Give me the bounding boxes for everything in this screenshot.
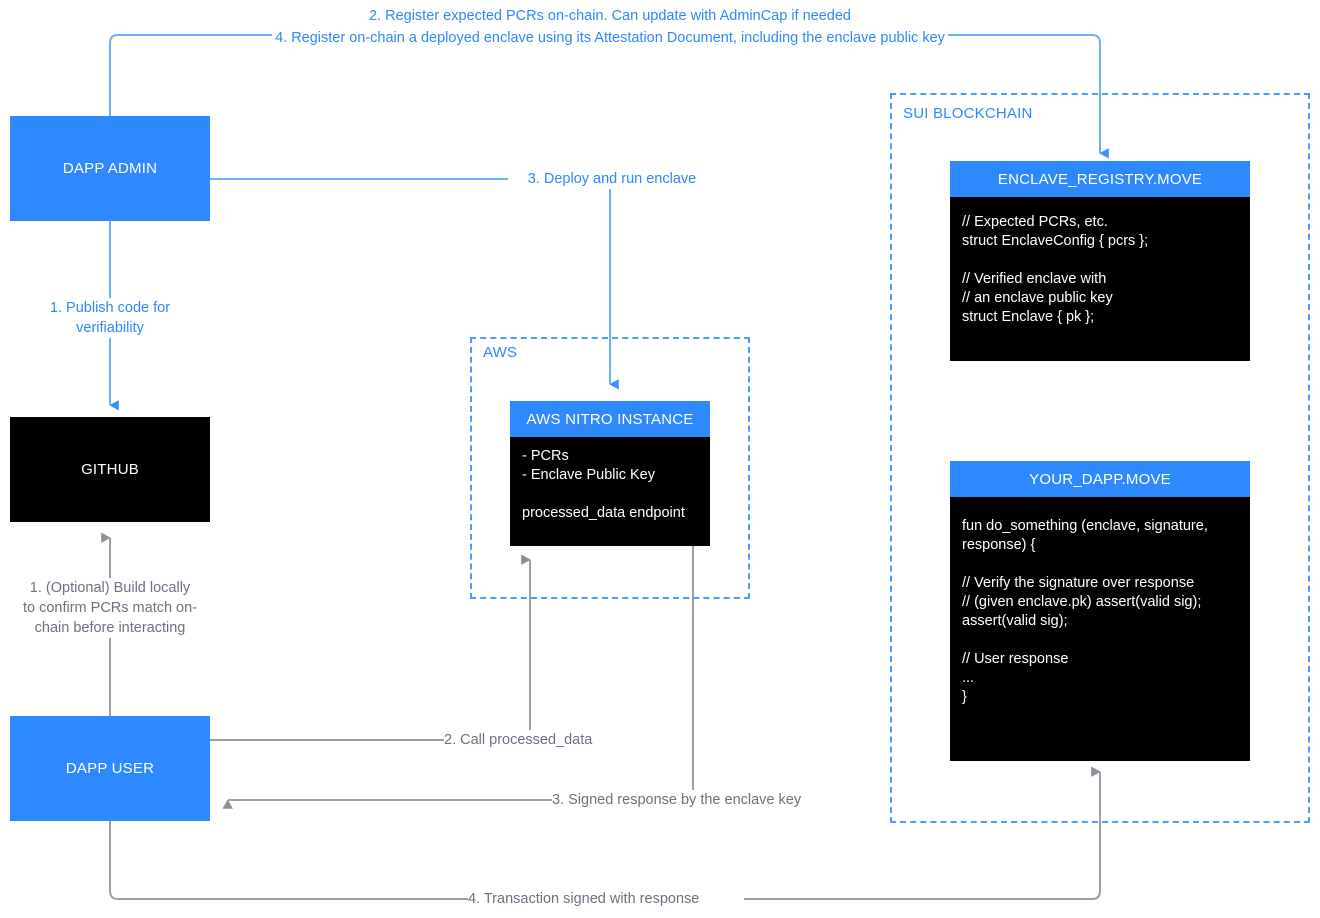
- card-aws-nitro-instance[interactable]: AWS NITRO INSTANCE - PCRs - Enclave Publ…: [510, 401, 710, 546]
- card-enclave-registry-title-bar: ENCLAVE_REGISTRY.MOVE: [950, 161, 1250, 197]
- edge-label-register-pcrs: 2. Register expected PCRs on-chain. Can …: [300, 6, 920, 26]
- group-sui-blockchain-label: SUI BLOCKCHAIN: [898, 105, 1038, 122]
- edge-label-register-enclave-text: 4. Register on-chain a deployed enclave …: [275, 30, 945, 46]
- group-sui-blockchain: [890, 93, 1310, 823]
- edge-label-optional-build-text: 1. (Optional) Build locally to confirm P…: [22, 580, 198, 636]
- node-github-label: GITHUB: [81, 461, 139, 478]
- node-dapp-admin-label: DAPP ADMIN: [62, 160, 158, 177]
- card-aws-nitro-title: AWS NITRO INSTANCE: [526, 410, 694, 428]
- group-aws-label: AWS: [478, 344, 523, 361]
- node-dapp-admin[interactable]: DAPP ADMIN: [10, 116, 210, 221]
- card-your-dapp-title: YOUR_DAPP.MOVE: [1029, 470, 1171, 488]
- edge-label-register-pcrs-text: 2. Register expected PCRs on-chain. Can …: [368, 8, 851, 24]
- edge-label-deploy-run: 3. Deploy and run enclave: [508, 169, 716, 189]
- node-dapp-user-label: DAPP USER: [65, 760, 155, 777]
- edge-label-signed-response: 3. Signed response by the enclave key: [552, 790, 844, 810]
- edge-label-publish-code-text: 1. Publish code for verifiability: [49, 300, 171, 336]
- edge-label-optional-build: 1. (Optional) Build locally to confirm P…: [22, 578, 198, 638]
- edge-label-transaction-signed-text: 4. Transaction signed with response: [468, 891, 700, 907]
- edge-label-call-processed-data-text: 2. Call processed_data: [444, 732, 593, 748]
- edge-label-call-processed-data: 2. Call processed_data: [444, 730, 624, 750]
- card-enclave-registry-title: ENCLAVE_REGISTRY.MOVE: [997, 170, 1203, 188]
- card-enclave-registry-body: // Expected PCRs, etc. struct EnclaveCon…: [950, 197, 1250, 361]
- edge-label-register-enclave: 4. Register on-chain a deployed enclave …: [272, 28, 948, 48]
- card-your-dapp-title-bar: YOUR_DAPP.MOVE: [950, 461, 1250, 497]
- edge-label-deploy-run-text: 3. Deploy and run enclave: [527, 171, 697, 187]
- edge-label-transaction-signed: 4. Transaction signed with response: [468, 889, 744, 909]
- card-your-dapp-body: fun do_something (enclave, signature, re…: [950, 497, 1250, 761]
- group-aws: [470, 337, 750, 599]
- node-dapp-user[interactable]: DAPP USER: [10, 716, 210, 821]
- edge-label-signed-response-text: 3. Signed response by the enclave key: [552, 792, 802, 808]
- card-aws-nitro-title-bar: AWS NITRO INSTANCE: [510, 401, 710, 437]
- card-enclave-registry[interactable]: ENCLAVE_REGISTRY.MOVE // Expected PCRs, …: [950, 161, 1250, 361]
- node-github[interactable]: GITHUB: [10, 417, 210, 522]
- card-aws-nitro-body: - PCRs - Enclave Public Key processed_da…: [510, 437, 710, 546]
- card-your-dapp[interactable]: YOUR_DAPP.MOVE fun do_something (enclave…: [950, 461, 1250, 761]
- edge-label-publish-code: 1. Publish code for verifiability: [20, 298, 200, 338]
